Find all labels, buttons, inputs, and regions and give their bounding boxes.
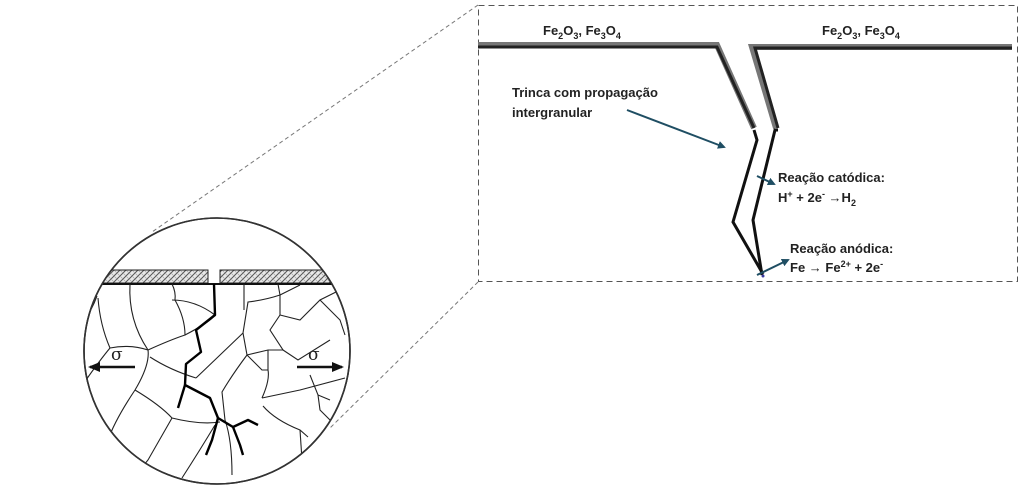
- zoom-connector-top: [151, 4, 479, 233]
- oxide-surface: [478, 42, 1012, 130]
- microstructure-circle: σ σ: [83, 217, 351, 485]
- detail-box: [478, 5, 1018, 282]
- stress-label-right: σ: [308, 345, 320, 365]
- oxide-label-left: Fe2O3, Fe3O4: [543, 23, 621, 41]
- anodic-pointer-arrow: [756, 259, 790, 276]
- cathodic-title: Reação catódica:: [778, 170, 885, 185]
- stress-label-left: σ: [111, 345, 123, 365]
- crack-pointer-arrow: [626, 109, 726, 149]
- crack-label: Trinca com propagação: [512, 85, 658, 100]
- crack-tip: [761, 274, 765, 278]
- cathodic-equation: H+ + 2e- →H2: [778, 189, 856, 208]
- intergranular-crack: [176, 283, 259, 456]
- crack: [731, 128, 778, 278]
- anodic-title: Reação anódica:: [790, 241, 893, 256]
- cathodic-pointer-arrow: [756, 175, 776, 186]
- oxide-label-right: Fe2O3, Fe3O4: [822, 23, 900, 41]
- crack-label-line2: intergranular: [512, 105, 592, 120]
- oxide-layer-left: [94, 269, 209, 284]
- anodic-equation: Fe → Fe2+ + 2e-: [790, 259, 883, 275]
- zoom-connector-bottom: [329, 281, 479, 429]
